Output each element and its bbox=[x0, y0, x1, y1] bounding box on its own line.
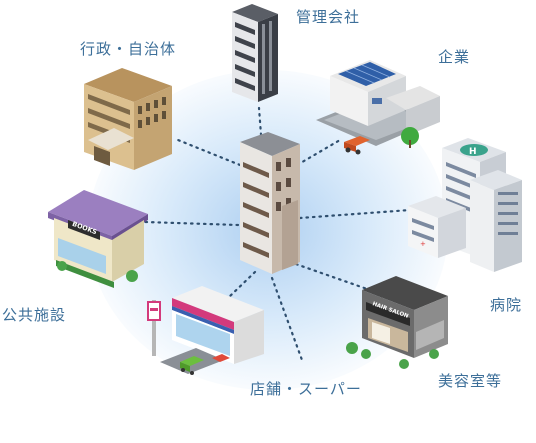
svg-text:H: H bbox=[469, 147, 477, 157]
salon-sign bbox=[366, 302, 410, 326]
enterprise-building bbox=[316, 60, 440, 155]
label-government: 行政・自治体 bbox=[80, 40, 177, 58]
connector-public bbox=[143, 220, 240, 227]
connector-bottom bbox=[270, 276, 304, 362]
connector-salon bbox=[288, 260, 372, 292]
connector-enterprise bbox=[290, 138, 342, 170]
hospital-building: H + bbox=[408, 138, 522, 272]
store-building bbox=[147, 286, 264, 375]
label-hospital: 病院 bbox=[490, 296, 523, 314]
central-apartment-building bbox=[240, 132, 300, 274]
management-company-building bbox=[232, 4, 278, 102]
connector-hospital bbox=[298, 208, 412, 220]
government-office-building bbox=[84, 68, 172, 170]
label-public-facility: 公共施設 bbox=[2, 306, 67, 324]
connector-government bbox=[176, 138, 242, 167]
public-facility-building: BOOKS bbox=[48, 190, 148, 288]
hair-salon-building: HAIR SALON bbox=[346, 276, 448, 369]
svg-text:+: + bbox=[420, 240, 426, 248]
connector-store bbox=[226, 270, 257, 300]
label-enterprise: 企業 bbox=[438, 48, 471, 66]
label-management: 管理会社 bbox=[296, 8, 361, 26]
helipad bbox=[460, 144, 488, 156]
books-sign bbox=[68, 220, 100, 240]
label-store: 店舗・スーパー bbox=[250, 380, 362, 398]
label-salon: 美容室等 bbox=[438, 372, 503, 390]
